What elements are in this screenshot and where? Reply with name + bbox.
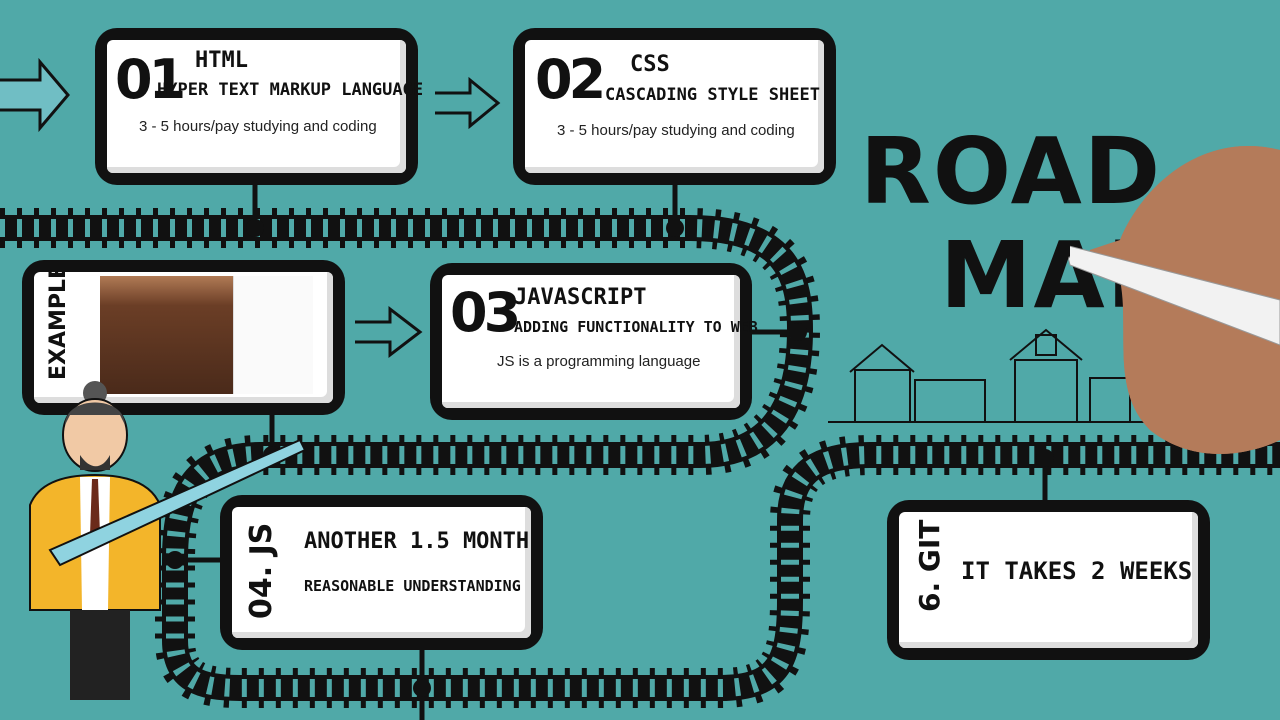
step-subtitle: REASONABLE UNDERSTANDING — [304, 577, 521, 595]
step-card-html: 01 HTML HYPER TEXT MARKUP LANGUAGE 3 - 5… — [95, 28, 423, 185]
step-title: CSS — [630, 52, 670, 77]
step-title: IT TAKES 2 WEEKS — [961, 557, 1193, 585]
step-subtitle: CASCADING STYLE SHEET — [605, 85, 820, 105]
step-card-css: 02 CSS CASCADING STYLE SHEET 3 - 5 hours… — [513, 28, 836, 185]
arrow-icon — [0, 57, 501, 359]
social-post-panel — [233, 276, 313, 394]
step-subtitle: HYPER TEXT MARKUP LANGUAGE — [157, 80, 424, 100]
step-title: JAVASCRIPT — [514, 285, 647, 310]
step-description: 3 - 5 hours/pay studying and coding — [139, 118, 377, 135]
step-card-git: 6. GIT IT TAKES 2 WEEKS — [887, 500, 1210, 660]
step-number: 6. GIT — [913, 519, 946, 612]
step-subtitle: ADDING FUNCTIONALITY TO WEB — [514, 318, 758, 336]
step-number: 03 — [450, 281, 521, 344]
mars-screenshot-image — [100, 276, 233, 394]
step-description: JS is a programming language — [497, 353, 701, 370]
step-card-javascript: 03 JAVASCRIPT ADDING FUNCTIONALITY TO WE… — [430, 263, 758, 420]
example-label: EXAMPLE — [46, 272, 71, 380]
town-illustration — [828, 328, 1150, 423]
developer-character-illustration — [29, 381, 307, 700]
roadmap-title-line1: ROAD — [860, 118, 1163, 225]
step-number: 02 — [535, 48, 606, 111]
step-title: ANOTHER 1.5 MONTH — [304, 529, 530, 554]
step-description: 3 - 5 hours/pay studying and coding — [557, 122, 795, 139]
step-card-js-practice: 04. JS ANOTHER 1.5 MONTH REASONABLE UNDE… — [220, 495, 543, 650]
hand-overlay — [1070, 146, 1280, 454]
step-number: 01 — [115, 48, 186, 111]
example-card: EXAMPLE — [22, 260, 345, 415]
step-title: HTML — [195, 48, 248, 73]
